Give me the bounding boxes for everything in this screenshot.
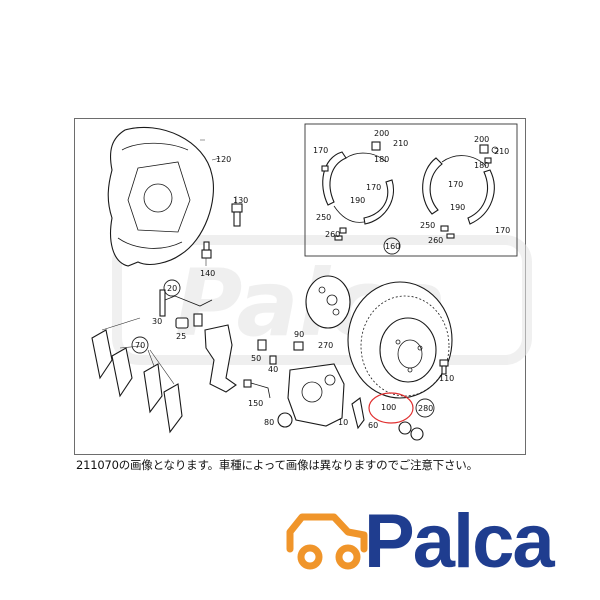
label-50: 50 <box>251 354 261 363</box>
label-140: 140 <box>200 269 215 278</box>
label-210-a: 210 <box>393 139 408 148</box>
leader-lines <box>200 139 237 266</box>
bolt-140 <box>201 241 212 259</box>
caption-note: 211070の画像となります。車種によって画像は異なりますのでご注意下さい。 <box>76 458 478 472</box>
label-40: 40 <box>268 365 278 374</box>
label-250-b: 250 <box>420 221 435 230</box>
label-150: 150 <box>248 399 263 408</box>
palca-logo: Palca <box>286 499 557 582</box>
label-60: 60 <box>368 421 378 430</box>
brake-shoes-right <box>422 144 499 239</box>
label-210-b: 210 <box>494 147 509 156</box>
logo-text: Palca <box>364 499 555 582</box>
hub-knuckle <box>305 275 351 329</box>
label-30: 30 <box>152 317 162 326</box>
highlight-circle-100 <box>368 392 414 424</box>
label-190-b: 190 <box>450 203 465 212</box>
label-170-a: 170 <box>313 146 328 155</box>
label-280: 280 <box>418 404 433 413</box>
label-250-a: 250 <box>316 213 331 222</box>
caliper <box>277 363 345 428</box>
label-200-b: 200 <box>474 135 489 144</box>
label-130: 130 <box>233 196 248 205</box>
label-270: 270 <box>318 341 333 350</box>
caliper-bracket <box>204 324 237 393</box>
label-260-a: 260 <box>325 230 340 239</box>
label-170-b: 170 <box>366 183 381 192</box>
brake-disc <box>347 281 453 399</box>
shoe-kit-box <box>304 123 518 257</box>
label-170-c: 170 <box>448 180 463 189</box>
label-160: 160 <box>385 242 400 251</box>
label-70: 70 <box>135 341 145 350</box>
label-260-b: 260 <box>428 236 443 245</box>
label-110: 110 <box>439 374 454 383</box>
label-25: 25 <box>176 332 186 341</box>
label-80: 80 <box>264 418 274 427</box>
bolt-110 <box>439 359 449 375</box>
bolt-130 <box>231 203 243 227</box>
label-120: 120 <box>216 155 231 164</box>
brake-shoes-left <box>321 141 394 241</box>
car-icon <box>286 513 368 570</box>
brake-pads <box>91 317 183 434</box>
guide-bolts-kit <box>159 289 213 329</box>
label-10: 10 <box>338 418 348 427</box>
label-170-d: 170 <box>495 226 510 235</box>
label-100: 100 <box>381 403 396 412</box>
label-200-a: 200 <box>374 129 389 138</box>
label-90: 90 <box>294 330 304 339</box>
part-60-clip <box>351 397 365 430</box>
label-190-a: 190 <box>350 196 365 205</box>
seal-rings <box>398 421 424 441</box>
small-parts <box>243 339 304 399</box>
label-180-b: 180 <box>474 161 489 170</box>
label-180-a: 180 <box>374 155 389 164</box>
backing-plate <box>107 126 214 267</box>
label-20: 20 <box>167 284 177 293</box>
part-labels: 120 130 140 170 200 210 180 170 190 250 … <box>131 129 510 430</box>
